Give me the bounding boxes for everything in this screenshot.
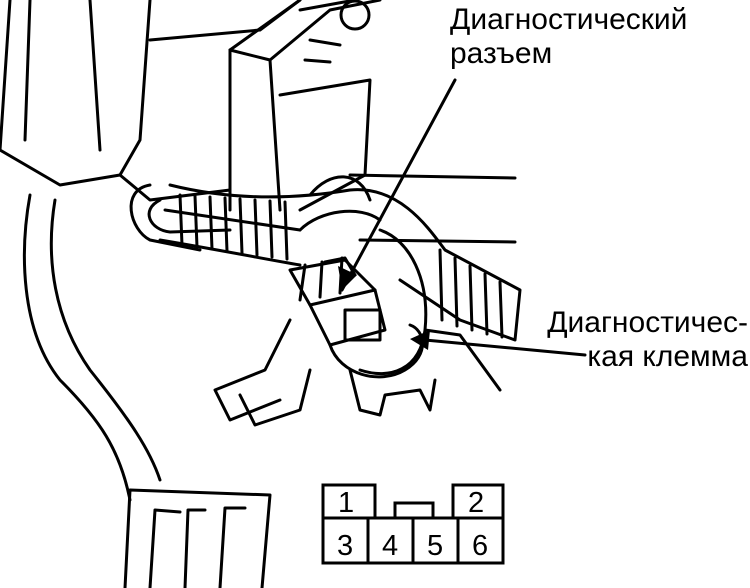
pedal-pad — [123, 488, 272, 588]
diagnostic-connector-label-line2: разъем — [450, 37, 553, 70]
pin-3: 3 — [337, 530, 353, 562]
pedal-arm — [22, 193, 162, 502]
terminal-leader-line — [423, 338, 587, 357]
relay-module — [228, 0, 382, 212]
diagnostic-terminal-label-line2: кая клемма — [587, 340, 748, 373]
pinout-diagram — [321, 483, 505, 565]
wiring-harness — [158, 175, 522, 376]
pin-2: 2 — [468, 487, 484, 519]
diagnostic-connector-label-line1: Диагностический — [450, 3, 688, 36]
pin-6: 6 — [472, 530, 488, 562]
mounting-bracket — [129, 183, 232, 252]
connector-arrow-head — [338, 266, 357, 290]
lower-connectors — [213, 318, 502, 427]
guide-lines — [348, 173, 517, 244]
pin-4: 4 — [382, 530, 398, 562]
terminal-arrow-head — [410, 330, 430, 350]
diagnostic-terminal-label-line1: Диагностичес- — [547, 306, 748, 339]
pin-5: 5 — [427, 530, 443, 562]
connector-leader-line — [340, 78, 457, 292]
diagnostic-connector — [288, 256, 387, 347]
dashboard-panel — [0, 0, 302, 202]
pin-1: 1 — [338, 487, 354, 519]
